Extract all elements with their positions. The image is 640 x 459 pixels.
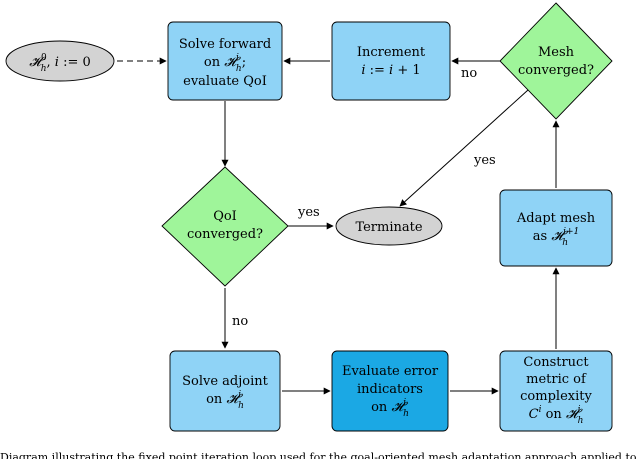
error-indicators-box [331, 350, 449, 432]
error-indicators-line1: Evaluate error [342, 364, 439, 379]
solve-forward-line3: evaluate QoI [183, 74, 267, 89]
solve-forward-on: on [204, 55, 224, 70]
adapt-mesh-box [499, 189, 613, 267]
increment-line1: Increment [357, 45, 426, 60]
construct-metric-on: on [541, 407, 565, 422]
terminate-ellipse [335, 206, 443, 246]
start-ellipse [5, 40, 115, 82]
error-indicators-sup: i [403, 398, 406, 408]
figure-caption: Diagram illustrating the fixed point ite… [0, 451, 640, 459]
qoi-no-label: no [232, 314, 248, 329]
increment-i2: i [389, 63, 393, 78]
terminate-node: Terminate [335, 206, 443, 246]
start-separator: , [47, 55, 55, 70]
mesh-yes-label: yes [473, 153, 496, 168]
error-indicators-line2: indicators [357, 382, 423, 397]
adapt-mesh-sup: i+1 [563, 227, 579, 237]
adapt-mesh-h: h [562, 238, 568, 248]
solve-adjoint-box [169, 350, 281, 432]
qoi-converged-diamond [161, 166, 289, 287]
solve-adjoint-h: h [238, 401, 244, 411]
increment-i1: i [361, 63, 365, 78]
adapt-mesh-as: as [533, 229, 552, 244]
solve-forward-line1: Solve forward [179, 37, 271, 52]
edge-mesh-yes-to-terminate [399, 89, 529, 207]
qoi-yes-label: yes [297, 205, 320, 220]
increment-node: Increment i := i + 1 [331, 21, 451, 101]
increment-assign: := [366, 63, 390, 78]
qoi-converged-line1: QoI [213, 209, 237, 224]
solve-forward-box [167, 21, 283, 101]
construct-metric-box [499, 350, 613, 432]
qoi-converged-line2: converged? [187, 227, 263, 242]
terminate-label: Terminate [355, 220, 422, 235]
mesh-converged-line2: converged? [518, 63, 594, 78]
solve-adjoint-line1: Solve adjoint [182, 374, 269, 389]
mesh-converged-line1: Mesh [538, 45, 575, 60]
edges [117, 57, 560, 395]
construct-metric-h: h [578, 416, 584, 426]
construct-metric-line1: Construct [523, 355, 589, 370]
mesh-converged-diamond [499, 2, 613, 120]
start-subscript-h: h [41, 64, 47, 74]
construct-metric-csup: i [539, 405, 542, 415]
increment-line2: i := i + 1 [361, 63, 420, 78]
qoi-converged-node: QoI converged? [161, 166, 289, 287]
increment-box [331, 21, 451, 101]
increment-plus: + 1 [393, 63, 420, 78]
start-superscript: 0 [41, 53, 47, 63]
construct-metric-c: C [529, 407, 539, 422]
mesh-converged-node: Mesh converged? [499, 2, 613, 120]
start-index: i [55, 55, 59, 70]
solve-adjoint-on: on [206, 392, 226, 407]
start-assign: := 0 [59, 55, 91, 70]
construct-metric-line2: metric of [526, 372, 587, 387]
solve-adjoint-sup: i [238, 390, 241, 400]
error-indicators-h: h [403, 409, 409, 419]
solve-forward-sup: i [236, 53, 239, 63]
adapt-mesh-line1: Adapt mesh [516, 211, 596, 226]
solve-forward-h: h [236, 64, 242, 74]
construct-metric-sup: i [578, 405, 581, 415]
construct-metric-line3: complexity [520, 389, 592, 404]
error-indicators-on: on [371, 400, 391, 415]
mesh-no-label: no [461, 66, 477, 81]
solve-forward-semicolon: ; [242, 55, 246, 70]
